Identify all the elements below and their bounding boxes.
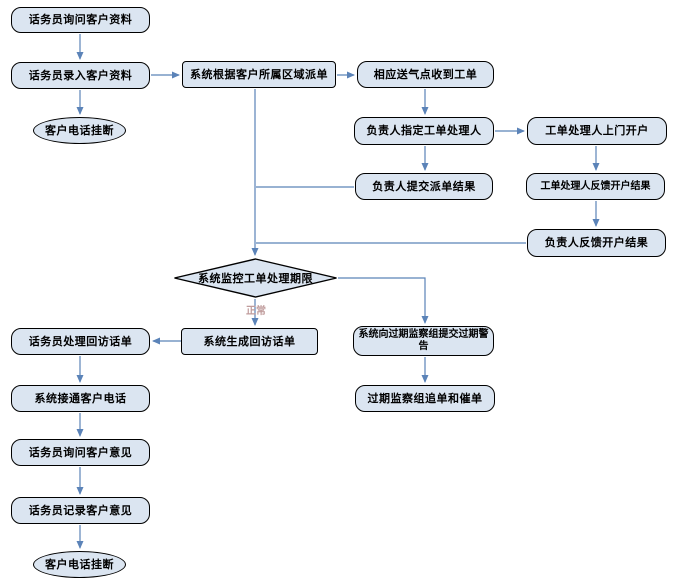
flow-node-gas-station-receive-workorder: 相应送气点收到工单: [357, 61, 494, 88]
node-label: 系统生成回访话单: [203, 334, 296, 348]
flow-node-operator-ask-customer-opinion: 话务员询问客户意见: [11, 439, 150, 466]
flow-node-overdue-group-chase-urge: 过期监察组追单和催单: [355, 385, 495, 412]
flow-node-system-generate-callback-ticket: 系统生成回访话单: [181, 328, 318, 355]
node-label: 相应送气点收到工单: [373, 67, 478, 81]
decision-diamond-shape: [174, 258, 337, 298]
node-label: 工单处理人反馈开户结果: [540, 180, 651, 192]
flow-node-operator-handle-callback-ticket: 话务员处理回访话单: [11, 328, 150, 355]
node-label: 客户电话挂断: [45, 123, 114, 137]
node-label: 负责人指定工单处理人: [366, 124, 482, 138]
node-label: 负责人反馈开户结果: [544, 236, 649, 250]
flow-node-customer-hangup-1: 客户电话挂断: [33, 117, 126, 144]
node-label: 话务员录入客户资料: [28, 68, 133, 82]
flow-node-system-connect-customer-call: 系统接通客户电话: [11, 385, 150, 412]
flow-node-system-monitor-deadline: 系统监控工单处理期限: [173, 258, 338, 298]
node-label: 过期监察组追单和催单: [367, 391, 483, 405]
flow-node-system-submit-overdue-warning: 系统向过期监察组提交过期警告: [353, 326, 494, 356]
node-label: 话务员记录客户意见: [28, 503, 133, 517]
node-label: 系统向过期监察组提交过期警告: [358, 329, 489, 352]
node-label: 话务员处理回访话单: [28, 334, 133, 348]
flow-node-manager-assign-handler: 负责人指定工单处理人: [354, 117, 494, 145]
flow-node-handler-onsite-account-opening: 工单处理人上门开户: [527, 117, 667, 145]
flow-node-customer-hangup-2: 客户电话挂断: [33, 551, 126, 578]
flow-node-handler-feedback-opening-result: 工单处理人反馈开户结果: [526, 173, 665, 200]
node-label: 话务员询问客户意见: [28, 445, 133, 459]
flow-node-operator-record-customer-opinion: 话务员记录客户意见: [11, 497, 150, 524]
flow-node-operator-enter-customer-info: 话务员录入客户资料: [11, 62, 150, 89]
node-label: 系统根据客户所属区域派单: [190, 67, 328, 81]
node-label: 系统接通客户电话: [34, 391, 127, 405]
flow-node-system-dispatch-by-region: 系统根据客户所属区域派单: [182, 61, 336, 88]
edge-label-normal: 正常: [246, 306, 266, 317]
node-label: 话务员询问客户资料: [28, 13, 133, 27]
flow-node-manager-feedback-opening-result: 负责人反馈开户结果: [527, 229, 666, 257]
node-label: 客户电话挂断: [45, 557, 114, 571]
node-label: 负责人提交派单结果: [372, 179, 476, 193]
flow-node-manager-submit-dispatch-result: 负责人提交派单结果: [355, 173, 493, 200]
node-label: 系统监控工单处理期限: [198, 272, 313, 285]
node-label: 工单处理人上门开户: [545, 124, 649, 138]
flow-node-operator-ask-customer-info: 话务员询问客户资料: [11, 7, 150, 33]
